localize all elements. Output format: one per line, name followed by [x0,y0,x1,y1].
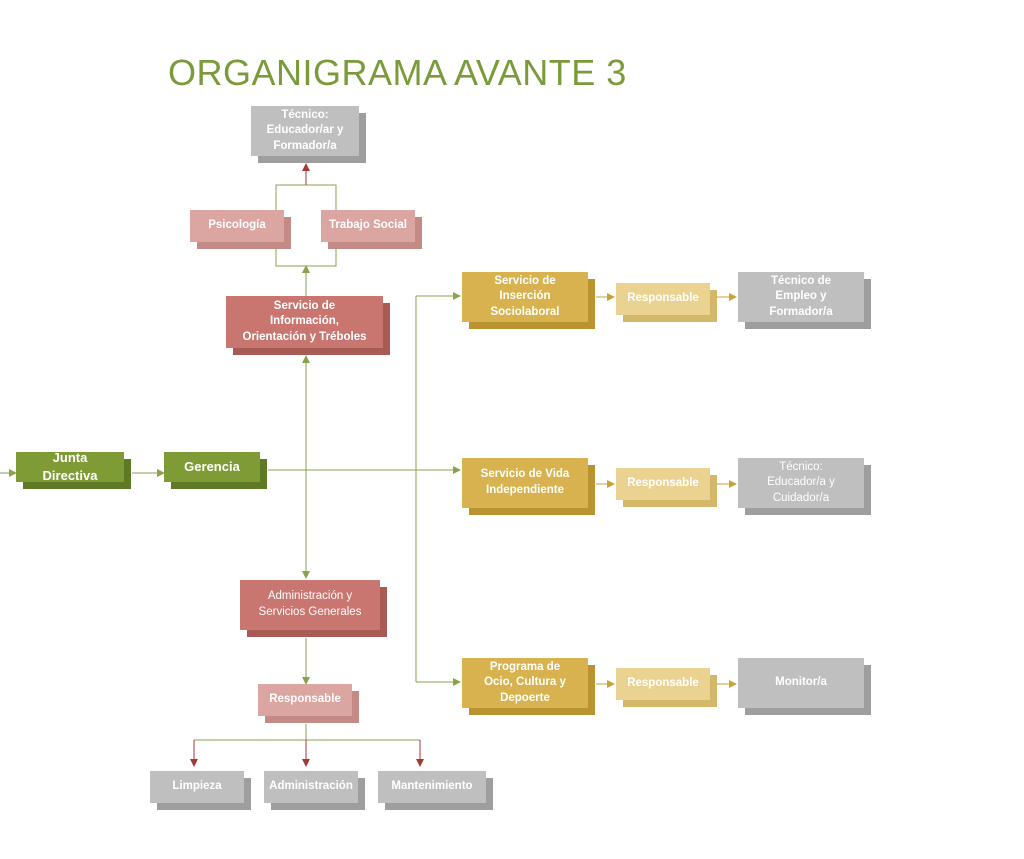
node-administracion-servicios: Administración y Servicios Generales [240,580,387,637]
node-gerencia: Gerencia [164,452,267,489]
node-trabajo-social: Trabajo Social [321,210,422,249]
node-responsable-insercion: Responsable [616,283,717,322]
node-servicio-informacion: Servicio de Información, Orientación y T… [226,296,390,355]
node-servicio-insercion: Servicio de Inserción Sociolaboral [462,272,595,329]
node-responsable-ocio: Responsable [616,668,717,707]
node-servicio-vida: Servicio de Vida Independiente [462,458,595,515]
node-administracion: Administración [264,771,365,810]
node-programa-ocio: Programa de Ocio, Cultura y Depoerte [462,658,595,715]
node-mantenimiento: Mantenimiento [378,771,493,810]
node-limpieza: Limpieza [150,771,251,810]
node-tecnico-empleo: Técnico de Empleo y Formador/a [738,272,871,329]
node-tecnico-cuidador: Técnico: Educador/a y Cuidador/a [738,458,871,515]
node-monitor: Monitor/a [738,658,871,715]
node-responsable-admin: Responsable [258,684,359,723]
node-psicologia: Psicología [190,210,291,249]
node-junta-directiva: Junta Directiva [16,450,131,489]
node-tecnico-educador: Técnico: Educador/ar y Formador/a [251,106,366,163]
page-title: ORGANIGRAMA AVANTE 3 [168,52,627,93]
node-responsable-vida: Responsable [616,468,717,507]
